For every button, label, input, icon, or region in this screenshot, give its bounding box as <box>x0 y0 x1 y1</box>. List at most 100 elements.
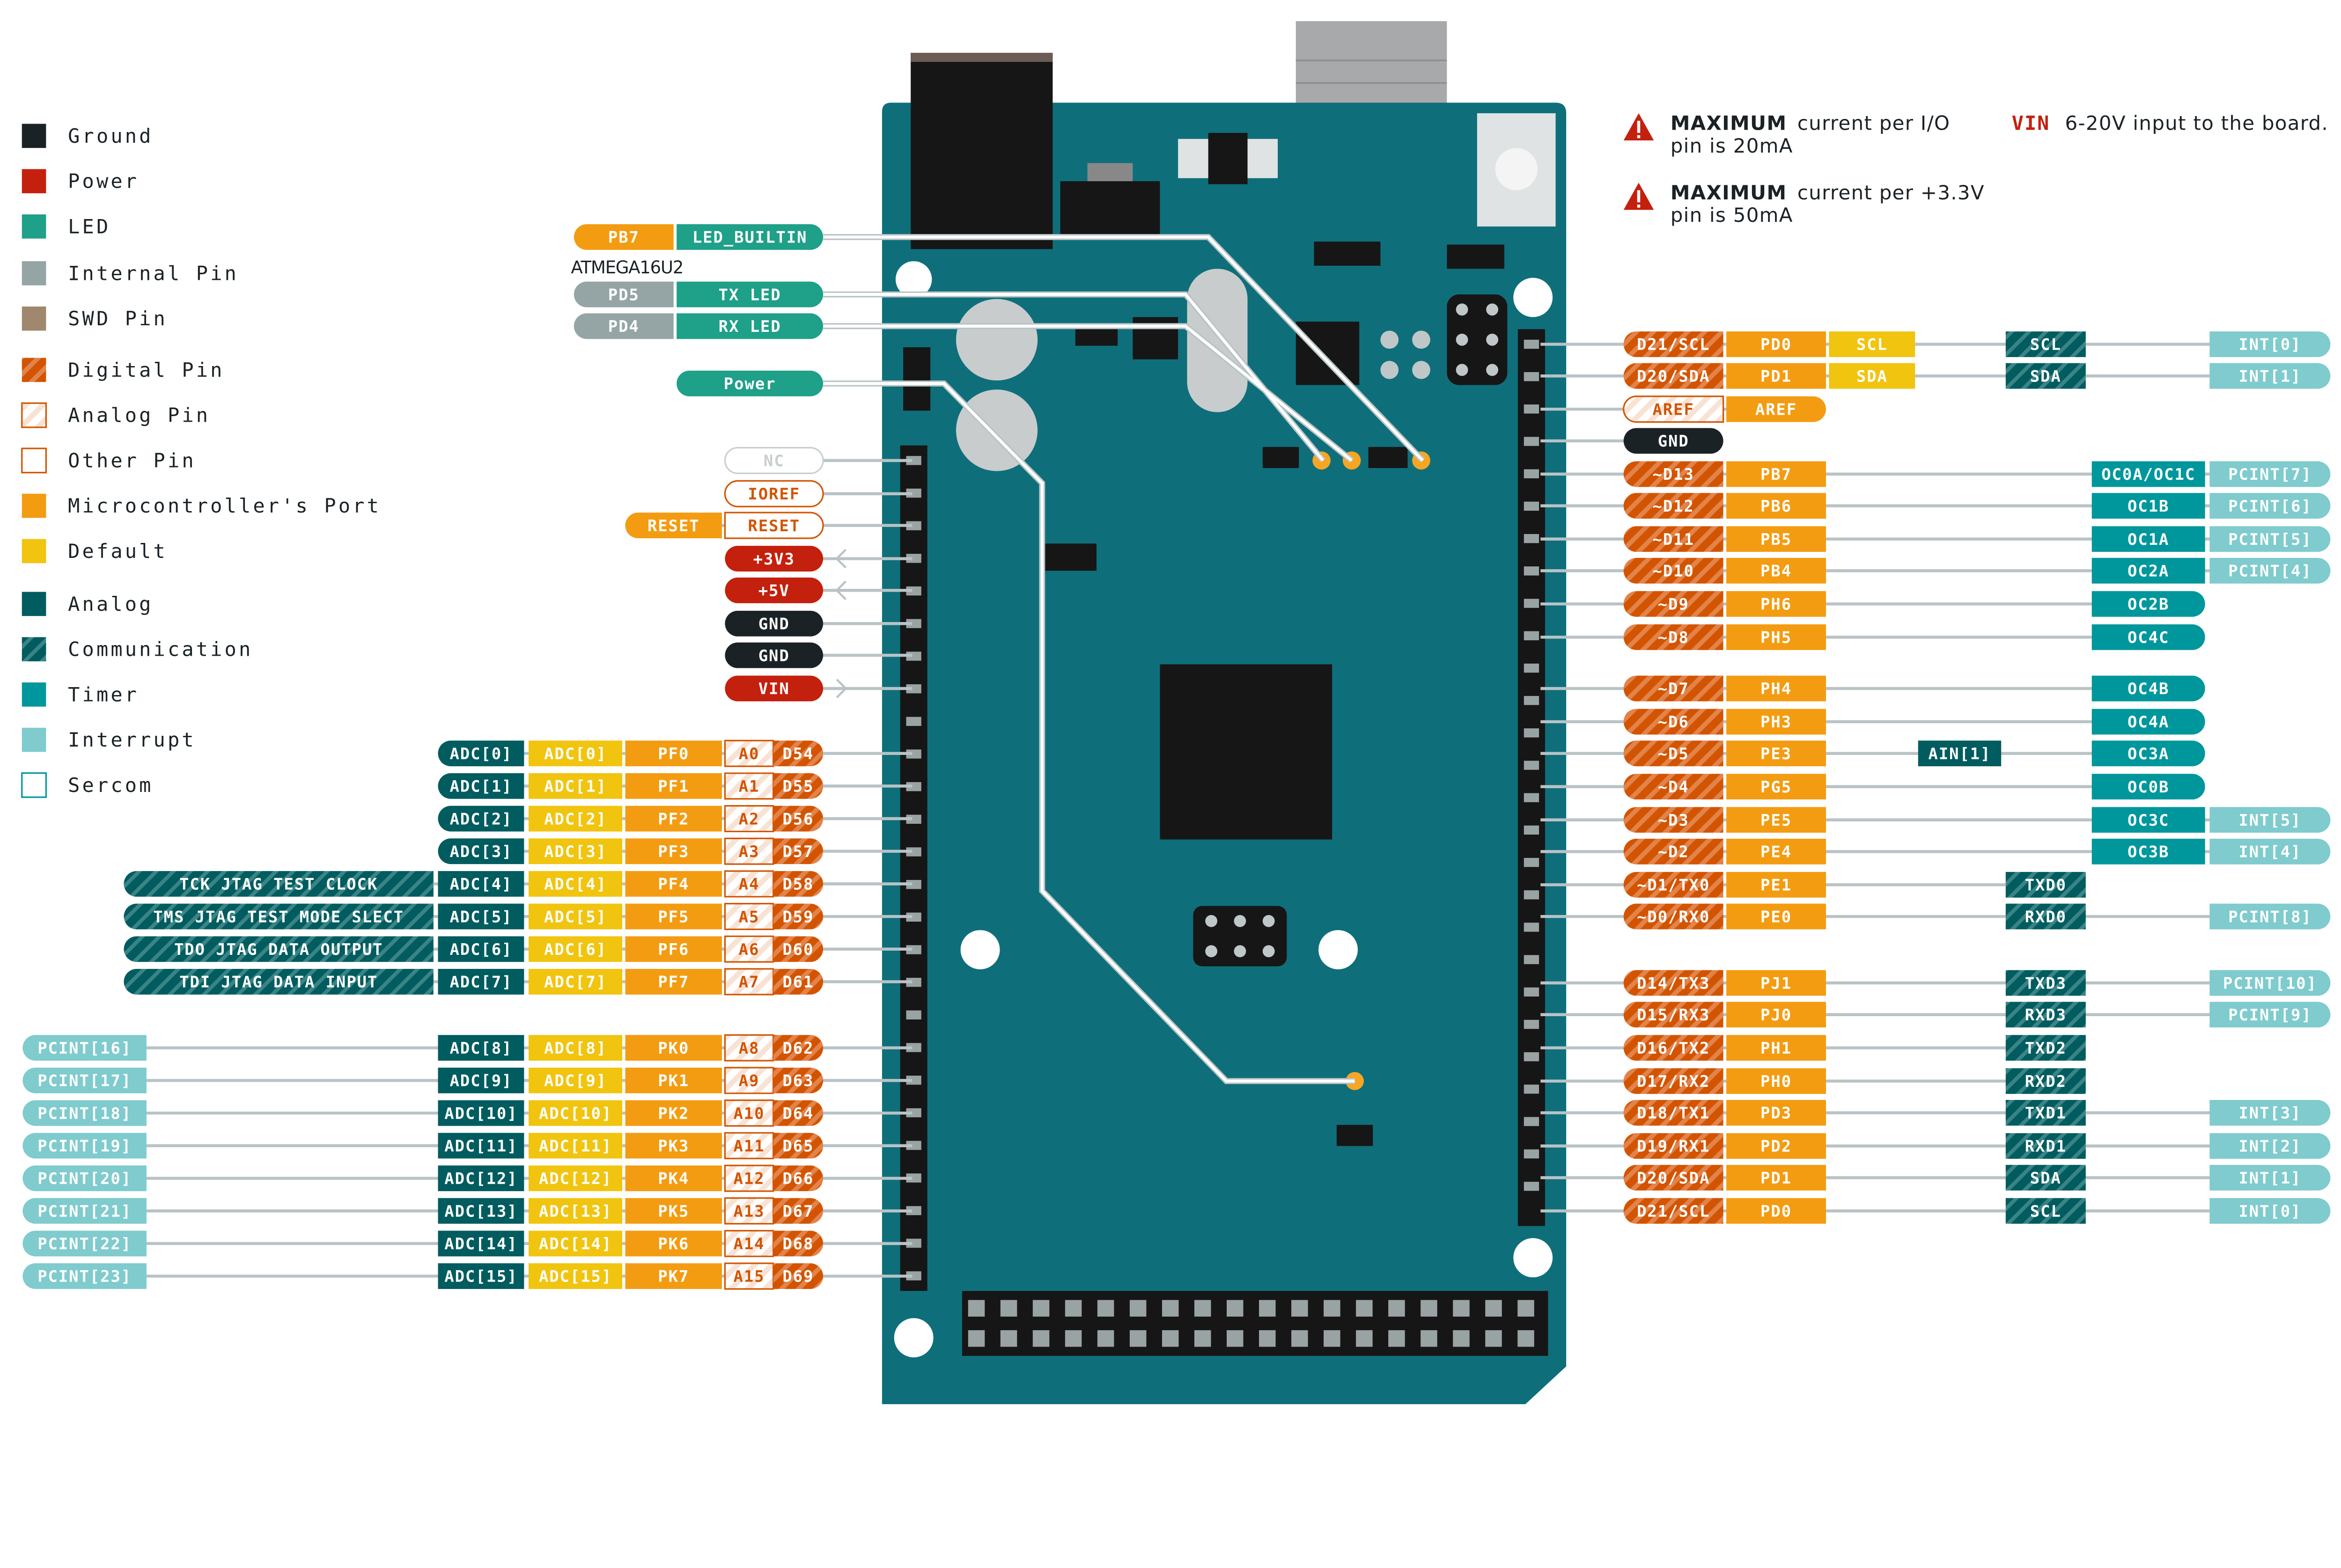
pin-label-background <box>2091 740 2205 767</box>
pin-label-background <box>2091 557 2205 584</box>
pin-label-background <box>22 1100 147 1126</box>
pin-label-background <box>529 871 623 897</box>
pin-label-text: ADC[12] <box>444 1170 517 1188</box>
pin-label-background <box>574 313 674 339</box>
pin-label-analog: ADC[5] <box>438 903 524 930</box>
pin-label-text: PF7 <box>658 973 689 991</box>
pin-label-background <box>1623 557 1723 584</box>
pin-label-text: ADC[8] <box>544 1039 607 1057</box>
pin-label-digital: D65 <box>773 1133 824 1159</box>
pin-label-text: ADC[6] <box>449 940 512 959</box>
pin-label-background <box>124 936 434 962</box>
pin-label-background <box>677 281 824 308</box>
pin-label-text: A14 <box>734 1235 765 1253</box>
pin-label-port: PK2 <box>625 1100 722 1126</box>
pin-label-background <box>773 1263 824 1289</box>
pin-label-digital: ~D13 <box>1623 461 1723 487</box>
pin-label-text: INT[1] <box>2238 1169 2301 1187</box>
pin-label-text: D64 <box>782 1104 814 1122</box>
pin-label-text: ADC[1] <box>544 777 607 796</box>
pin-label-background <box>124 903 434 930</box>
pin-label-text: A9 <box>739 1072 760 1090</box>
pin-label-background <box>625 1133 722 1159</box>
pin-label-text: GND <box>758 646 790 665</box>
pin-label-port: PB7 <box>1726 461 1826 487</box>
pin-label-default: ADC[0] <box>529 740 623 767</box>
pin-label-interrupt: PCINT[9] <box>2209 1002 2331 1028</box>
pin-label-background <box>773 740 824 767</box>
pin-label-background <box>22 1165 147 1191</box>
pin-label-led: RX LED <box>677 313 824 339</box>
pin-label-background <box>1623 807 1723 833</box>
pin-label-port: PF7 <box>625 968 722 995</box>
pin-label-background <box>1623 461 1723 487</box>
pin-label-background <box>438 740 524 767</box>
legend-swatch <box>22 539 46 564</box>
pin-label-background <box>1623 1068 1723 1094</box>
pin-label-text: PCINT[23] <box>37 1268 132 1286</box>
pin-label-background <box>773 773 824 799</box>
legend-swatch <box>22 358 46 382</box>
pin-label-background <box>438 1100 524 1126</box>
pin-label-text: ~D12 <box>1653 497 1694 515</box>
pin-label-default: ADC[8] <box>529 1035 623 1061</box>
legend-item-interrupt: Interrupt <box>22 727 194 752</box>
pin-label-text: ADC[15] <box>539 1268 612 1286</box>
pin-label-default: ADC[3] <box>529 838 623 865</box>
pin-label-background <box>625 1263 722 1289</box>
pin-label-apin: A11 <box>724 1132 774 1159</box>
pin-label-text: PD1 <box>1760 1169 1792 1187</box>
pin-label-background <box>625 871 722 897</box>
pin-label-digital: D17/RX2 <box>1623 1068 1723 1094</box>
pin-label-digital: D18/TX1 <box>1623 1099 1723 1126</box>
power-jack <box>911 52 1053 249</box>
pin-label-text: PD3 <box>1760 1104 1792 1122</box>
vin-note-text: 6-20V input to the board. <box>2065 111 2328 134</box>
pin-label-port: PE3 <box>1726 740 1826 767</box>
pin-label-background <box>1829 331 1915 357</box>
pin-label-background <box>1623 1099 1723 1126</box>
pin-label-background <box>725 546 824 572</box>
pin-label-background <box>438 838 524 865</box>
pin-label-text: OC3A <box>2128 745 2169 763</box>
pin-label-digital: ~D10 <box>1623 557 1723 584</box>
pin-label-text: PK2 <box>658 1104 689 1122</box>
pin-label-text: PE3 <box>1760 745 1792 763</box>
pin-label-background <box>625 1231 722 1257</box>
pin-label-default: ADC[14] <box>529 1231 623 1257</box>
pin-label-default: ADC[13] <box>529 1198 623 1224</box>
pin-label-text: A11 <box>734 1137 765 1155</box>
pin-label-led: LED_BUILTIN <box>677 224 824 250</box>
pin-label-comm: RXD3 <box>2005 1002 2086 1028</box>
pin-label-ground: GND <box>725 642 824 668</box>
pin-label-text: D66 <box>782 1170 814 1188</box>
pin-label-default: ADC[15] <box>529 1263 623 1289</box>
pin-label-text: ADC[11] <box>539 1137 612 1155</box>
legend-item-comm: Communication <box>22 637 250 661</box>
pin-label-text: GND <box>1658 432 1689 450</box>
pin-label-text: PCINT[9] <box>2228 1006 2312 1024</box>
pin-label-port: PH3 <box>1726 709 1826 735</box>
pin-label-text: RX LED <box>719 317 781 336</box>
pin-label-background <box>1623 331 1723 357</box>
pin-label-digital: ~D2 <box>1623 838 1723 865</box>
pin-label-text: OC0A/OC1C <box>2101 465 2195 484</box>
pin-label-background <box>1726 557 1826 584</box>
pin-label-apin: A6 <box>724 935 774 963</box>
pin-label-ground: GND <box>725 610 824 637</box>
pin-label-background <box>773 871 824 897</box>
pin-label-background <box>529 936 623 962</box>
pin-label-text: A12 <box>734 1170 765 1188</box>
pin-label-text: D14/TX3 <box>1637 974 1710 992</box>
pin-label-background <box>2209 1099 2331 1126</box>
pin-label-default: ADC[10] <box>529 1100 623 1126</box>
pin-label-text: PD5 <box>608 286 640 304</box>
